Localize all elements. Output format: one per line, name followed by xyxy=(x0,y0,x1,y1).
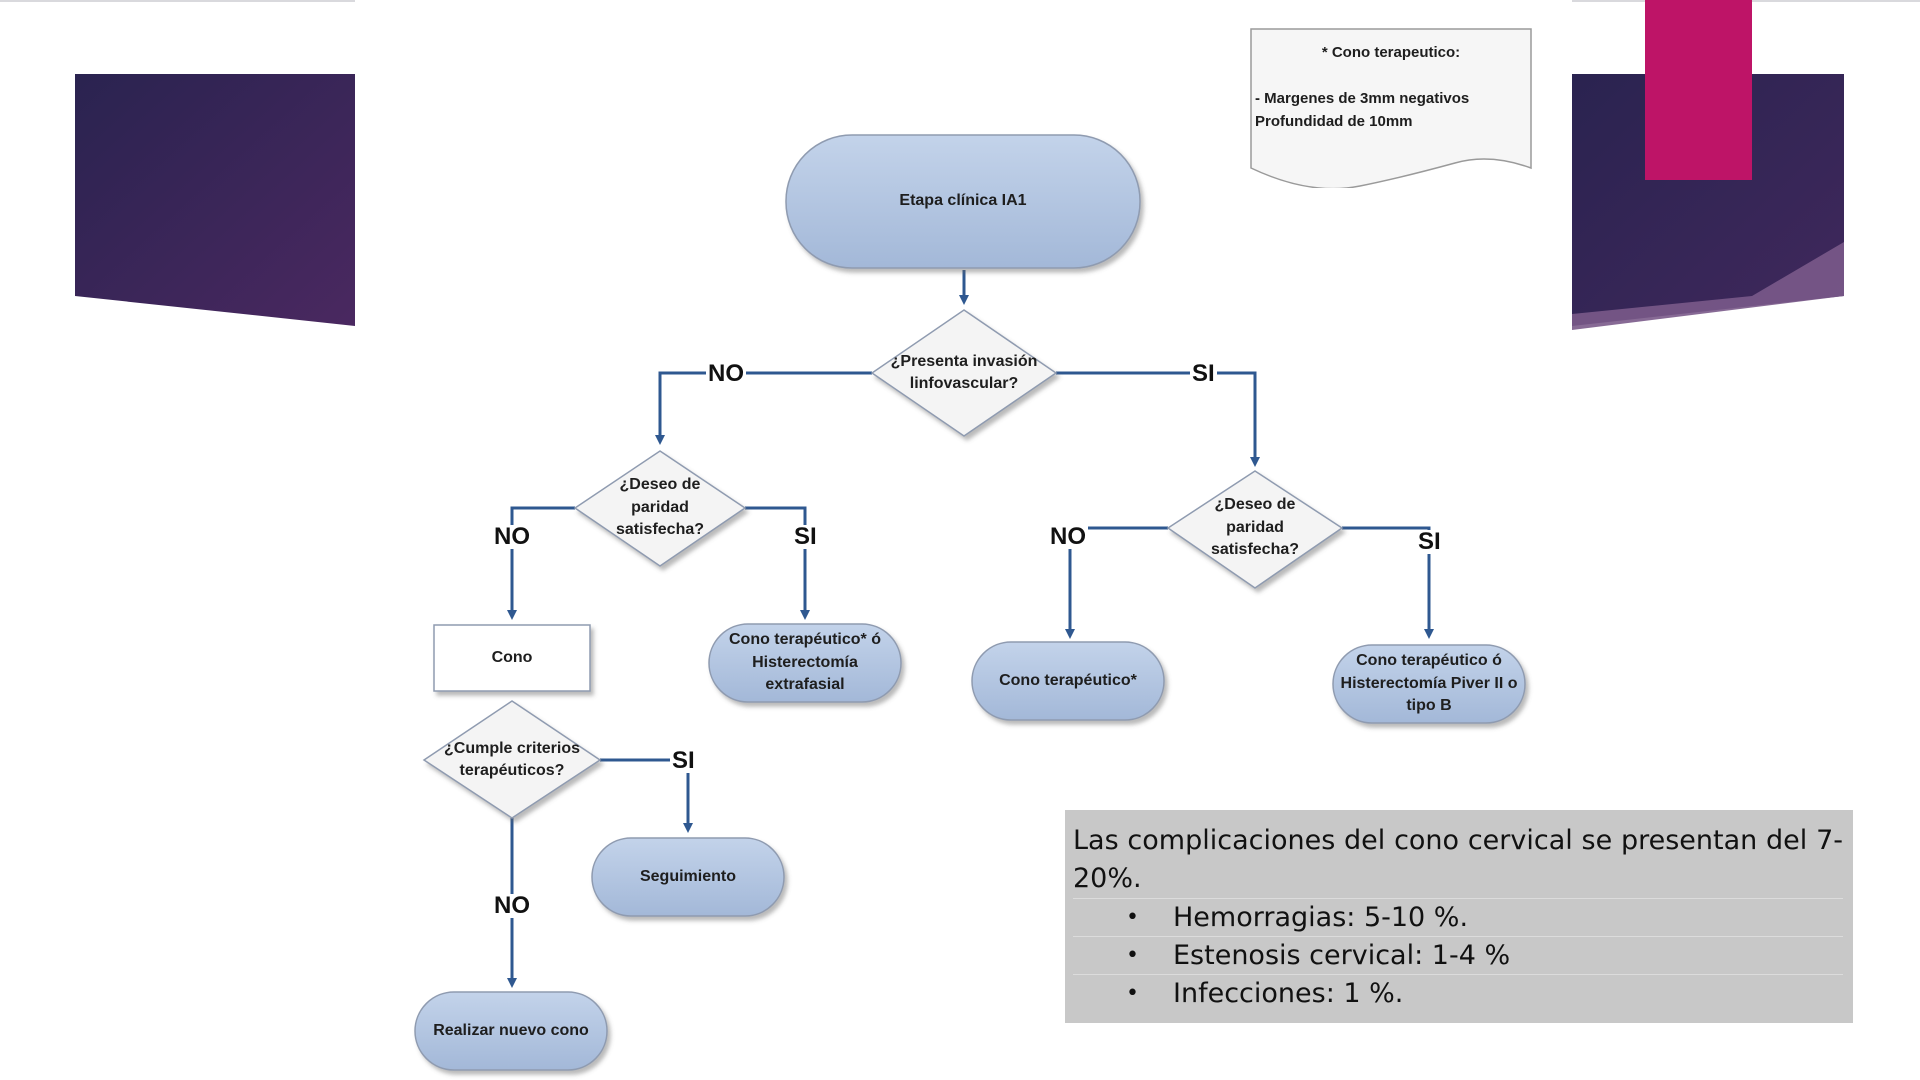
edge-label-left-si: SI xyxy=(792,523,819,550)
complication-text: Infecciones: 1 %. xyxy=(1173,978,1404,1009)
decision-paridad-right: ¿Deseo de paridad satisfecha? xyxy=(1210,496,1300,559)
edge-label-right-no: NO xyxy=(1048,523,1088,550)
bullet-icon: • xyxy=(1126,943,1139,968)
node-nuevo-cono: Realizar nuevo cono xyxy=(433,1021,589,1039)
right-decorative-banner xyxy=(1572,74,1844,330)
complication-text: Hemorragias: 5-10 %. xyxy=(1173,902,1469,933)
connector-invasion-si xyxy=(1056,371,1260,467)
complications-intro-line1: Las complicaciones del cono cervical se … xyxy=(1073,825,1843,856)
decision-invasion: ¿Presenta invasión linfovascular? xyxy=(890,352,1038,392)
complications-box xyxy=(1065,810,1853,1023)
complication-text: Estenosis cervical: 1-4 % xyxy=(1173,940,1511,971)
node-start-shape xyxy=(785,134,1141,269)
node-cono-histerectomia-piver-shape xyxy=(1332,644,1526,724)
decision-paridad-right-shape xyxy=(1166,470,1344,589)
edge-label-right-si: SI xyxy=(1416,528,1443,555)
node-cono-shape xyxy=(433,624,591,692)
bullet-icon: • xyxy=(1126,905,1139,930)
complications-list: • Hemorragias: 5-10 %. • Estenosis cervi… xyxy=(1073,898,1843,1012)
note-shape xyxy=(1250,28,1532,188)
edge-label-invasion-no: NO xyxy=(706,360,746,387)
edge-label-invasion-si: SI xyxy=(1190,360,1217,387)
node-cono: Cono xyxy=(491,648,533,666)
complications-intro-line2: 20%. xyxy=(1073,863,1142,894)
edge-label-criterios-si: SI xyxy=(670,747,697,774)
node-start: Etapa clínica IA1 xyxy=(899,192,1027,210)
bullet-icon: • xyxy=(1126,981,1139,1006)
connector-left-no xyxy=(507,506,575,620)
node-cono-histerectomia-extrafasial: Cono terapéutico* ó Histerectomía extraf… xyxy=(728,631,881,694)
node-cono-histerectomia-extrafasial-shape xyxy=(708,623,902,703)
note-body: - Margenes de 3mm negativos Profundidad … xyxy=(1255,90,1470,130)
node-nuevo-cono-shape xyxy=(414,991,608,1071)
connector-left-si xyxy=(745,506,810,620)
node-cono-terapeutico: Cono terapéutico* xyxy=(999,671,1137,689)
complication-item-hemorragias: • Hemorragias: 5-10 %. xyxy=(1073,898,1843,936)
connector-invasion-no xyxy=(655,371,872,445)
edge-label-left-no: NO xyxy=(492,523,532,550)
decision-invasion-shape xyxy=(870,309,1058,437)
complication-item-estenosis: • Estenosis cervical: 1-4 % xyxy=(1073,936,1843,974)
node-cono-histerectomia-piver: Cono terapéutico ó Histerectomía Piver I… xyxy=(1340,652,1518,715)
left-decorative-banner xyxy=(75,74,355,326)
decision-paridad-left: ¿Deseo de paridad satisfecha? xyxy=(615,476,705,539)
node-seguimiento: Seguimiento xyxy=(639,867,736,885)
decision-criterios: ¿Cumple criterios terapéuticos? xyxy=(443,739,581,779)
connector-right-si xyxy=(1342,526,1434,639)
node-seguimiento-shape xyxy=(591,837,785,917)
edge-label-criterios-no: NO xyxy=(492,892,532,919)
decision-paridad-left-shape xyxy=(573,450,747,567)
node-cono-terapeutico-shape xyxy=(971,641,1165,721)
note-title: * Cono terapeutico: xyxy=(1321,44,1461,61)
magenta-accent-bar xyxy=(1645,0,1752,180)
decision-criterios-shape xyxy=(422,700,602,819)
complication-item-infecciones: • Infecciones: 1 %. xyxy=(1073,974,1843,1012)
